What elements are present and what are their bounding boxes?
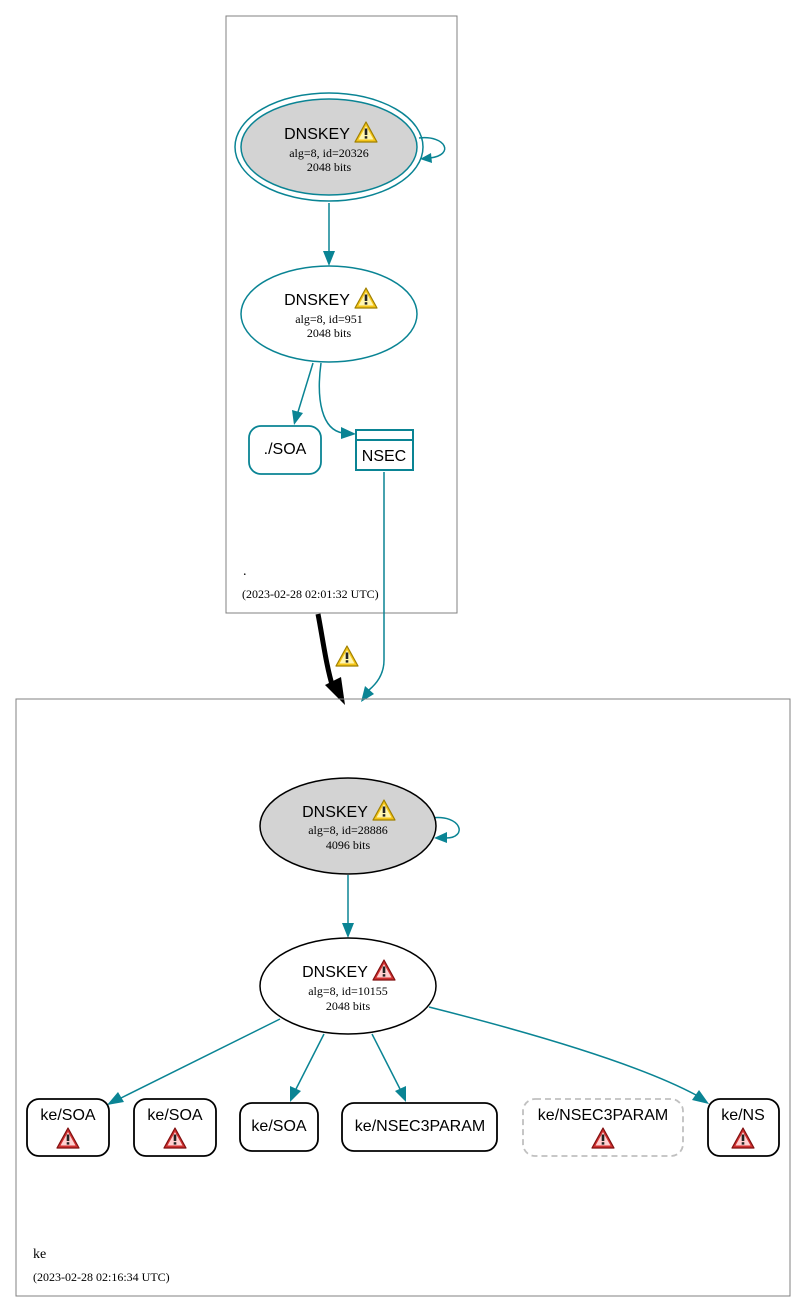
ke-nsec3param-1-label: ke/NSEC3PARAM <box>355 1118 485 1135</box>
root-ksk-self-loop-head <box>420 153 432 163</box>
ke-zsk-to-ns-edge <box>428 1006 697 1096</box>
warning-icon <box>335 645 359 667</box>
ke-ksk-to-zsk-arrowhead <box>342 923 354 938</box>
ke-zsk-to-soa-1-arrowhead <box>107 1092 124 1105</box>
ke-zsk-to-soa-1-edge <box>120 1018 281 1099</box>
ke-zsk-label: DNSKEY <box>302 964 368 981</box>
ke-zone-name: ke <box>33 1247 46 1262</box>
root-zone-border <box>225 15 458 614</box>
ke-dnskey-ksk-node[interactable]: DNSKEY alg=8, id=28886 4096 bits <box>259 777 437 875</box>
root-nsec-to-ke-arrowhead <box>361 686 374 702</box>
ke-soa-1-label: ke/SOA <box>40 1107 95 1124</box>
root-nsec-label: NSEC <box>362 448 406 465</box>
root-zsk-to-soa-arrowhead <box>292 410 303 425</box>
ke-dnskey-zsk-node[interactable]: DNSKEY alg=8, id=10155 2048 bits <box>259 937 437 1035</box>
ke-zsk-bits: 2048 bits <box>326 999 371 1013</box>
ke-ns-node[interactable]: ke/NS <box>707 1098 780 1157</box>
ke-nsec3param-node-1[interactable]: ke/NSEC3PARAM <box>341 1102 498 1152</box>
root-zsk-to-nsec-arrowhead <box>341 427 356 439</box>
root-zsk-alg: alg=8, id=951 <box>295 312 363 326</box>
ke-ns-label: ke/NS <box>721 1107 765 1124</box>
root-zsk-label: DNSKEY <box>284 292 350 309</box>
ke-soa-node-1[interactable]: ke/SOA <box>26 1098 110 1157</box>
ke-zone-timestamp: (2023-02-28 02:16:34 UTC) <box>33 1270 170 1284</box>
ke-zone-border <box>15 698 791 1297</box>
root-zsk-to-soa-edge <box>297 362 314 413</box>
delegation-arrowhead <box>325 677 345 705</box>
root-ksk-to-zsk-arrowhead <box>323 251 335 266</box>
ke-zsk-to-soa-3-arrowhead <box>290 1086 301 1102</box>
root-zsk-to-nsec-edge <box>318 362 344 434</box>
root-ksk-label: DNSKEY <box>284 126 350 143</box>
ke-soa-3-label: ke/SOA <box>251 1118 306 1135</box>
ke-ksk-bits: 4096 bits <box>326 838 371 852</box>
root-zsk-bits: 2048 bits <box>307 326 352 340</box>
ke-zone-cluster: DNSKEY alg=8, id=28886 4096 bits DNSKEY … <box>15 698 791 1297</box>
root-nsec-node[interactable]: NSEC <box>355 429 414 471</box>
delegation-edge <box>315 613 336 689</box>
root-zone-timestamp: (2023-02-28 02:01:32 UTC) <box>242 587 379 601</box>
ke-ksk-label: DNSKEY <box>302 804 368 821</box>
root-dnskey-ksk-node[interactable]: DNSKEY alg=8, id=20326 2048 bits <box>234 92 424 202</box>
root-zone-name: . <box>243 564 247 579</box>
ke-nsec3param-node-2[interactable]: ke/NSEC3PARAM <box>522 1098 684 1157</box>
ke-zsk-to-soa-3-edge <box>295 1033 325 1090</box>
ke-ksk-alg: alg=8, id=28886 <box>308 823 388 837</box>
root-ksk-alg: alg=8, id=20326 <box>289 146 369 160</box>
ke-soa-2-label: ke/SOA <box>147 1107 202 1124</box>
root-soa-node[interactable]: ./SOA <box>248 425 322 475</box>
root-ksk-bits: 2048 bits <box>307 160 352 174</box>
ke-soa-node-2[interactable]: ke/SOA <box>133 1098 217 1157</box>
ke-zsk-to-nsec3param-edge <box>371 1033 401 1090</box>
ke-ksk-self-loop-head <box>434 832 447 843</box>
ke-zsk-alg: alg=8, id=10155 <box>308 984 388 998</box>
ke-nsec3param-2-label: ke/NSEC3PARAM <box>538 1107 668 1124</box>
ke-zsk-to-ns-arrowhead <box>692 1090 709 1104</box>
ke-soa-node-3[interactable]: ke/SOA <box>239 1102 319 1152</box>
root-ksk-self-loop <box>418 137 446 159</box>
root-nsec-to-ke-edge <box>368 472 385 691</box>
ke-zsk-to-nsec3param-arrowhead <box>395 1086 406 1102</box>
root-dnskey-zsk-node[interactable]: DNSKEY alg=8, id=951 2048 bits <box>240 265 418 363</box>
root-zone-cluster: DNSKEY alg=8, id=20326 2048 bits DNSKEY … <box>225 15 458 614</box>
ke-ksk-self-loop <box>430 816 460 839</box>
root-soa-label: ./SOA <box>264 441 307 458</box>
